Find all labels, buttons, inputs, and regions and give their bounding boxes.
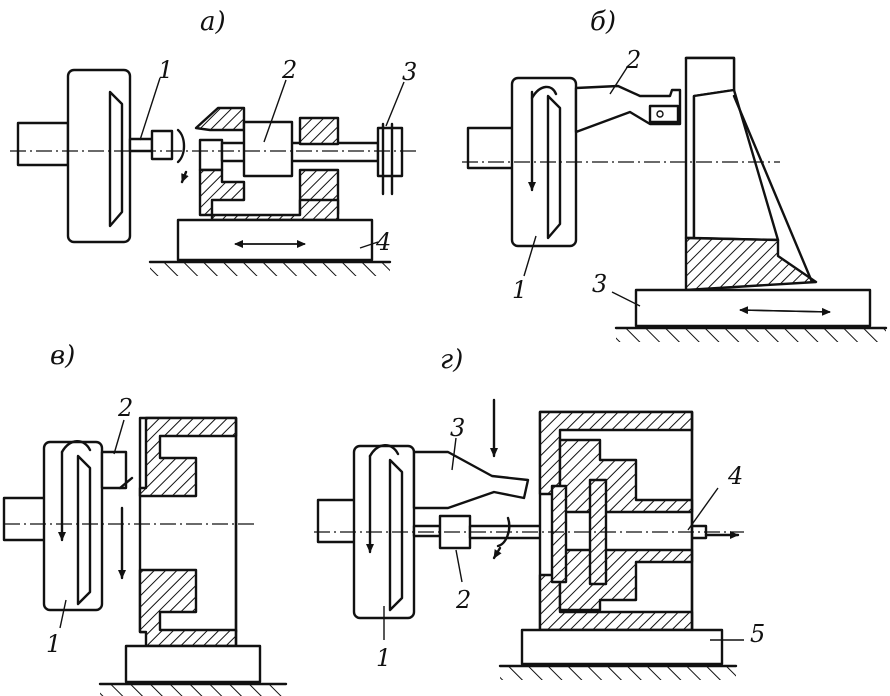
cutter-a bbox=[150, 129, 174, 161]
table-b bbox=[634, 288, 872, 328]
label-a-1: 1 bbox=[158, 56, 173, 84]
label-v-1: 1 bbox=[46, 630, 61, 658]
spindle-a bbox=[16, 121, 70, 167]
label-g-2: 2 bbox=[455, 586, 471, 614]
label-b-3: 3 bbox=[592, 270, 607, 298]
label-b-1: 1 bbox=[512, 276, 527, 304]
panel-v-title: в) bbox=[50, 341, 75, 371]
label-g-1: 1 bbox=[376, 644, 391, 672]
panel-v: в) 2 1 bbox=[2, 341, 288, 696]
panel-a: а) 1 2 bbox=[10, 7, 420, 276]
label-g-5: 5 bbox=[750, 620, 765, 648]
label-g-3: 3 bbox=[450, 414, 465, 442]
spindle-v bbox=[2, 496, 50, 542]
label-a-3: 3 bbox=[402, 58, 417, 86]
table-v bbox=[124, 644, 262, 684]
panel-b: б) 2 1 3 bbox=[462, 7, 888, 342]
table-g bbox=[520, 628, 724, 666]
spindle-g bbox=[316, 498, 360, 544]
label-b-2: 2 bbox=[625, 46, 641, 74]
tool-v bbox=[100, 450, 128, 490]
label-a-2: 2 bbox=[281, 56, 297, 84]
spindle-b bbox=[466, 126, 516, 170]
label-g-4: 4 bbox=[727, 462, 743, 490]
panel-g: г) 3 4 2 1 bbox=[314, 345, 765, 680]
panel-g-title: г) bbox=[440, 345, 463, 375]
panel-b-title: б) bbox=[590, 7, 616, 37]
faceplate-v bbox=[42, 440, 104, 612]
table-a bbox=[176, 218, 374, 262]
panel-a-title: а) bbox=[200, 7, 226, 37]
label-v-2: 2 bbox=[117, 394, 133, 422]
faceplate-a bbox=[66, 68, 132, 244]
label-a-4: 4 bbox=[375, 228, 391, 256]
toolholder-g bbox=[412, 450, 530, 510]
